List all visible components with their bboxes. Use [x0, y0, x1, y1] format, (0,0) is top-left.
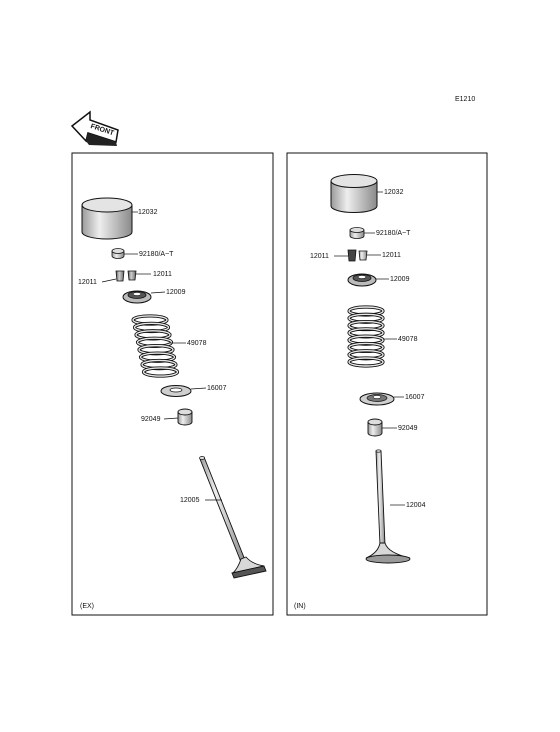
exhaust-valve-part — [199, 456, 267, 579]
collet-part — [115, 270, 137, 282]
label-spring: 49078 — [187, 340, 207, 347]
spring-coil — [142, 367, 179, 377]
tappet-part — [330, 174, 378, 213]
label-tappet: 12032 — [138, 209, 158, 216]
label-spring-retainer: 12009 — [390, 276, 410, 283]
label-spring-retainer: 12009 — [166, 289, 186, 296]
label-valve-in: 12004 — [406, 502, 426, 509]
label-retainer-upper: 12011 — [153, 271, 172, 278]
spring-coil — [348, 357, 384, 367]
spring-retainer-part — [347, 273, 377, 287]
label-retainer-lower: 12011 — [78, 279, 97, 286]
shim-part — [111, 248, 125, 259]
label-shim: 92180/A~T — [139, 251, 174, 258]
label-spring-seat: 16007 — [405, 394, 425, 401]
intake-tag: (IN) — [294, 603, 306, 610]
label-retainer-left: 12011 — [310, 253, 329, 260]
label-shim: 92180/A~T — [376, 230, 411, 237]
intake-panel-frame — [286, 152, 488, 616]
label-spring-seat: 16007 — [207, 385, 227, 392]
valve-spring-part — [131, 314, 180, 378]
exhaust-tag: (EX) — [80, 603, 94, 610]
exhaust-panel-frame — [71, 152, 274, 616]
front-arrow-icon: FRONT — [70, 110, 119, 146]
stem-seal-part — [177, 408, 193, 426]
valve-spring-part — [347, 305, 385, 368]
tappet-part — [81, 197, 133, 240]
diagram-code: E1210 — [455, 96, 476, 103]
exhaust-panel: (EX) 12032 92180/A~T 12011 12011 — [71, 152, 274, 616]
label-retainer-right: 12011 — [382, 252, 401, 259]
intake-panel: (IN) 12032 92180/A~T 12011 12011 — [286, 152, 488, 616]
label-valve-ex: 12005 — [180, 497, 200, 504]
label-stem-seal: 92049 — [141, 416, 161, 423]
label-stem-seal: 92049 — [398, 425, 418, 432]
spring-retainer-part — [122, 290, 152, 304]
intake-valve-part — [365, 449, 411, 564]
collet-part — [347, 249, 368, 262]
label-tappet: 12032 — [384, 189, 404, 196]
spring-seat-part — [160, 385, 192, 397]
shim-part — [349, 227, 365, 239]
label-spring: 49078 — [398, 336, 418, 343]
stem-seal-part — [367, 418, 383, 437]
spring-seat-part — [359, 392, 395, 406]
